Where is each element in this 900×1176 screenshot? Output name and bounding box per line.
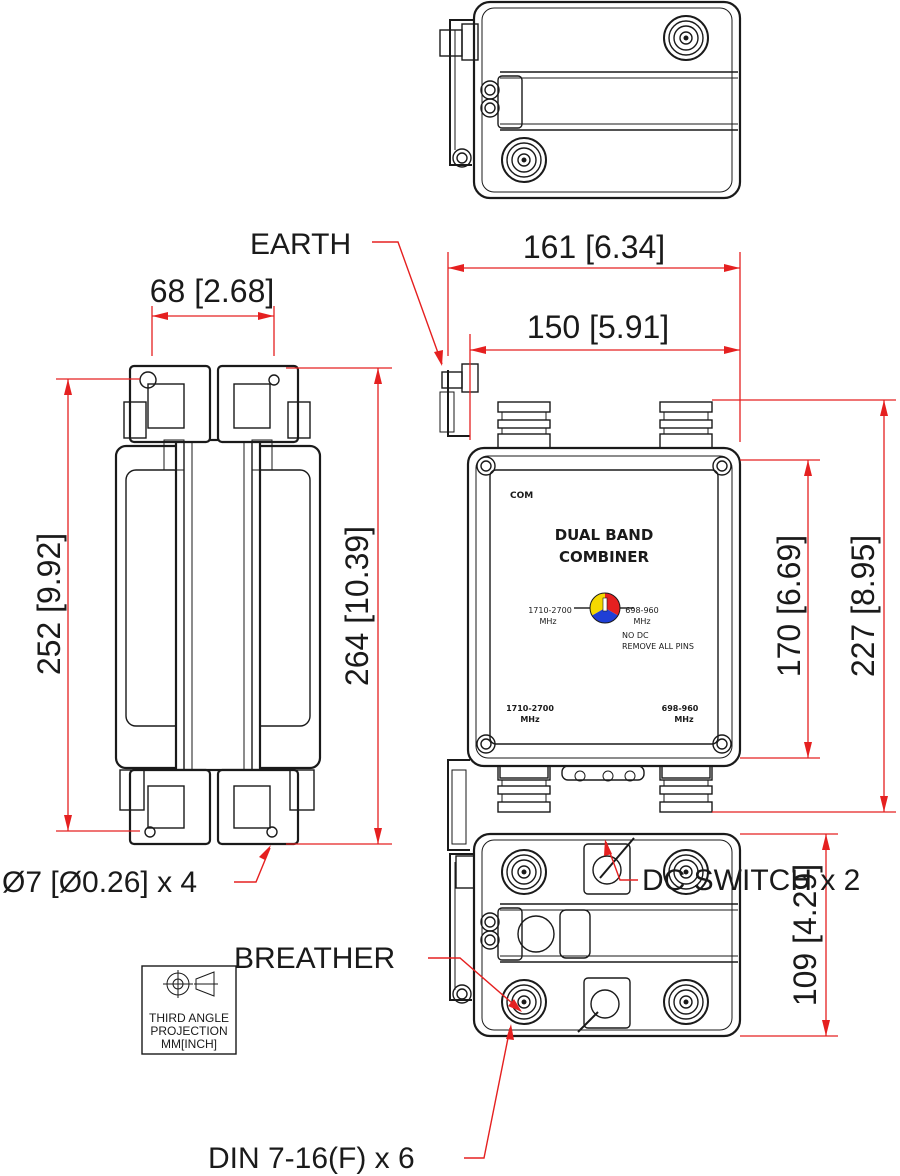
front-view: COM DUAL BAND COMBINER 1710-2700 MHz 698…	[439, 363, 742, 851]
port-label-right-unit: MHz	[674, 715, 694, 724]
dimension-161: 161 [6.34]	[447, 229, 741, 442]
dimension-227-text: 227 [8.95]	[845, 535, 881, 677]
dimension-264-text: 264 [10.39]	[339, 526, 375, 686]
label-com: COM	[510, 491, 533, 501]
dimension-68: 68 [2.68]	[150, 273, 275, 356]
dimension-150: 150 [5.91]	[469, 309, 740, 440]
dimension-150-text: 150 [5.91]	[527, 309, 669, 345]
dimension-109: 109 [4.29]	[740, 833, 838, 1037]
label-left-unit: MHz	[539, 617, 556, 626]
callout-hole: Ø7 [Ø0.26] x 4	[2, 845, 271, 899]
callout-earth: EARTH	[250, 228, 443, 366]
label-right-unit: MHz	[633, 617, 650, 626]
callout-breather-text: BREATHER	[234, 942, 395, 975]
label-left-band: 1710-2700	[528, 606, 572, 615]
band-dial-icon	[574, 592, 634, 624]
callout-earth-text: EARTH	[250, 228, 351, 261]
breather-icon	[517, 915, 555, 953]
dimension-170-text: 170 [6.69]	[771, 535, 807, 677]
projection-line3: MM[INCH]	[161, 1037, 217, 1051]
bottom-view	[449, 832, 742, 1038]
dimension-68-text: 68 [2.68]	[150, 273, 275, 309]
projection-line1: THIRD ANGLE	[149, 1011, 229, 1025]
label-title-line1: DUAL BAND	[555, 526, 654, 544]
port-label-right-band: 698-960	[662, 704, 699, 713]
label-no-dc: NO DC	[622, 631, 649, 640]
top-view	[439, 0, 742, 200]
dimension-252: 252 [9.92]	[31, 378, 140, 832]
dimension-161-text: 161 [6.34]	[523, 229, 665, 265]
port-label-left-unit: MHz	[520, 715, 540, 724]
label-title-line2: COMBINER	[559, 548, 650, 566]
dimension-252-text: 252 [9.92]	[31, 533, 67, 675]
callout-din: DIN 7-16(F) x 6	[208, 1024, 514, 1175]
callout-din-text: DIN 7-16(F) x 6	[208, 1142, 415, 1175]
dimension-227: 227 [8.95]	[712, 399, 896, 813]
dc-switch-icon	[577, 977, 631, 1033]
dimension-109-text: 109 [4.29]	[787, 864, 823, 1006]
projection-symbol: THIRD ANGLE PROJECTION MM[INCH]	[141, 965, 237, 1055]
callout-breather: BREATHER	[234, 942, 522, 1012]
side-view	[114, 364, 322, 846]
projection-line2: PROJECTION	[150, 1024, 227, 1038]
label-remove-pins: REMOVE ALL PINS	[622, 642, 694, 651]
callout-hole-text: Ø7 [Ø0.26] x 4	[2, 866, 197, 899]
callout-dc-switch: DC SWITCH x 2	[604, 839, 860, 897]
label-right-band: 698-960	[625, 606, 658, 615]
dimension-264: 264 [10.39]	[286, 367, 392, 845]
port-label-left-band: 1710-2700	[506, 704, 554, 713]
dimension-170: 170 [6.69]	[740, 459, 820, 759]
callout-dc-switch-text: DC SWITCH x 2	[642, 864, 860, 897]
